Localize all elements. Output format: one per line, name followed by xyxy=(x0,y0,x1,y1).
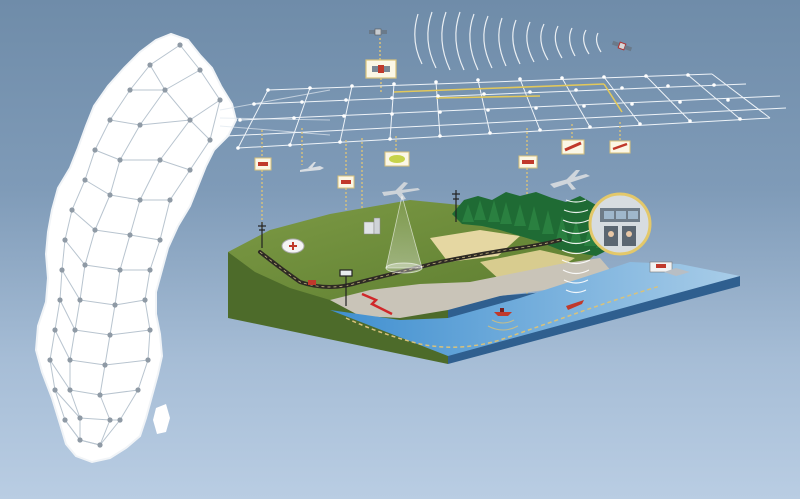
sensor-tag xyxy=(609,140,631,154)
radar-footprint xyxy=(385,262,423,274)
terrain-sea xyxy=(330,262,740,356)
island-gotland xyxy=(153,404,170,434)
aircraft-icon xyxy=(300,162,324,172)
map-to-grid-connectors xyxy=(219,89,331,136)
coastal-station xyxy=(649,261,690,276)
command-center-icon xyxy=(588,192,652,256)
ship-icon xyxy=(566,300,584,310)
information-grid-highlight xyxy=(393,83,623,113)
ship-icon xyxy=(494,308,512,316)
helipad-icon xyxy=(281,238,305,254)
road-marker xyxy=(308,280,316,285)
information-grid-nodes xyxy=(236,73,742,150)
satellite-left xyxy=(369,28,387,36)
terrain-field xyxy=(480,250,575,280)
sonar-ripple xyxy=(487,319,519,331)
sensor-tag xyxy=(561,139,585,155)
radar-beam xyxy=(385,195,423,269)
signal-column xyxy=(561,199,591,294)
sensor-tag xyxy=(254,157,272,171)
aircraft-icon xyxy=(382,182,420,200)
terrain-field xyxy=(430,230,520,262)
radio-mast-icon xyxy=(452,190,460,222)
terrain-block xyxy=(228,192,740,364)
building xyxy=(363,217,381,235)
country-map xyxy=(34,32,238,464)
information-grid xyxy=(225,73,787,149)
radio-mast-icon xyxy=(258,222,266,248)
sensor-tag xyxy=(337,175,355,189)
terrain-shore xyxy=(330,258,612,318)
sensor-tag xyxy=(518,155,538,169)
satellite-right xyxy=(611,40,633,52)
signal-link xyxy=(361,292,393,316)
radio-mast-icon xyxy=(339,269,353,306)
satellite-signal-waves xyxy=(414,11,602,71)
country-mesh-nodes xyxy=(47,42,223,448)
sensor-tag xyxy=(384,151,410,167)
sweden-outline-icon xyxy=(34,32,238,464)
satellite-relay-box xyxy=(365,59,397,79)
road-center-line xyxy=(259,239,561,288)
fighter-jet-icon xyxy=(550,170,590,190)
shore-route xyxy=(345,285,661,348)
